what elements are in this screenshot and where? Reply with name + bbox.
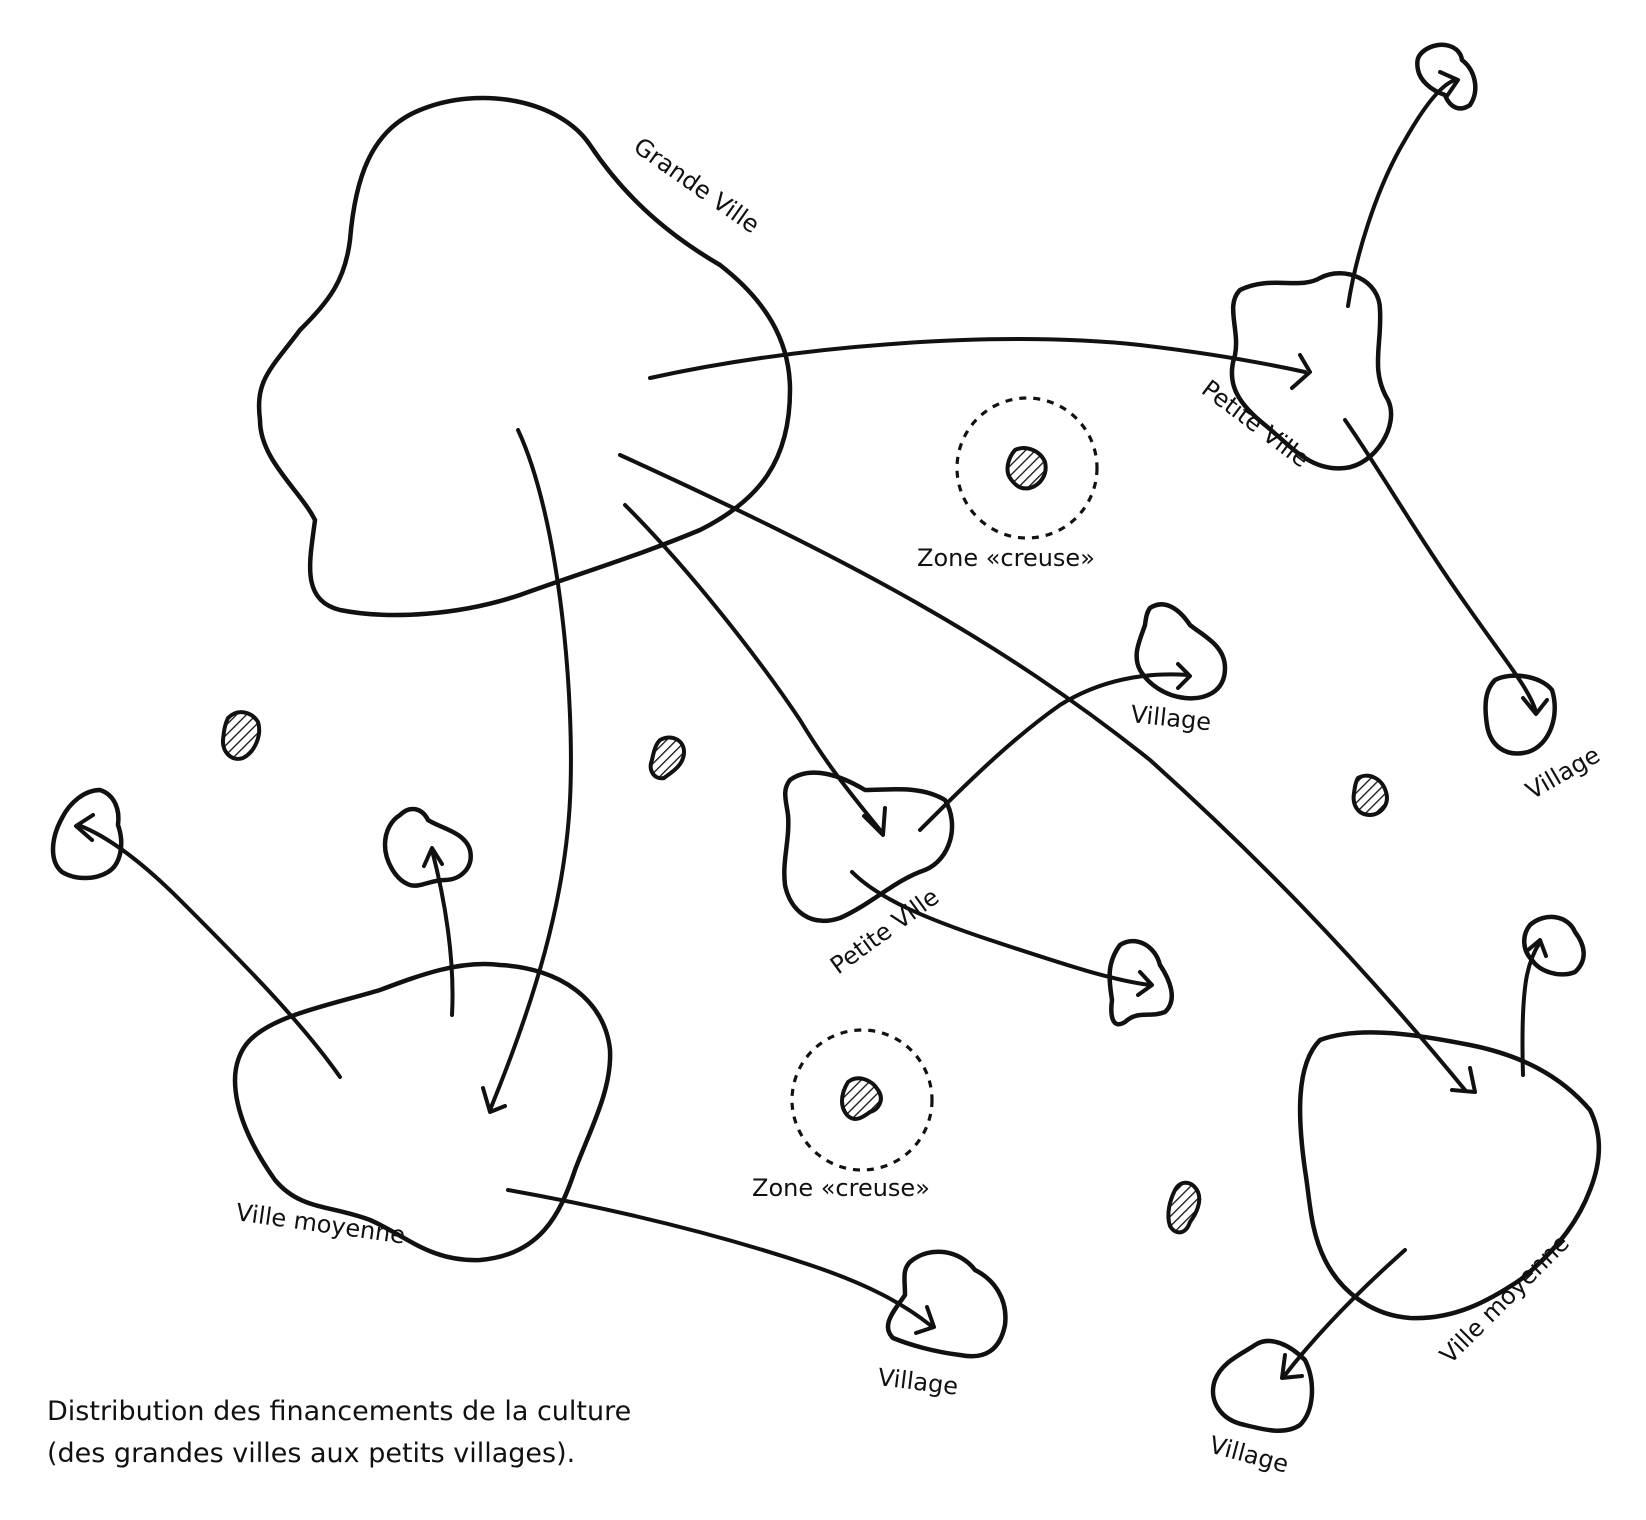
- label-ville-moyenne-se: Ville moyenne: [1434, 1229, 1574, 1369]
- arrowhead-petite-ne-to-locality: [1438, 70, 1460, 98]
- flow-vm-sw-to-locality-w: [430, 848, 455, 1017]
- flow-petite-center-to-village-e: [850, 870, 1152, 987]
- arrowhead-petite-ne-to-village: [1521, 696, 1549, 716]
- flow-vm-se-to-locality-e: [1520, 940, 1542, 1077]
- small-locality-w-blob: [382, 806, 473, 888]
- flow-vm-se-to-village-se: [1283, 1248, 1407, 1377]
- village-ne-blob: [1483, 673, 1557, 756]
- hatched-spot-zone-1: [1005, 446, 1048, 491]
- arrowhead-vm-sw-to-locality-far-w: [74, 813, 95, 842]
- arrowhead-vm-sw-to-locality-w: [422, 846, 444, 868]
- village-south-blob: [885, 1249, 1008, 1359]
- hatched-spot-3: [1351, 773, 1389, 817]
- small-locality-ne-blob: [1415, 42, 1478, 111]
- arrowhead-vm-se-to-locality-e: [1526, 938, 1548, 958]
- grande-ville-blob: [256, 95, 793, 618]
- arrowhead-vm-se-to-village-se: [1280, 1353, 1304, 1380]
- caption-line-1: Distribution des financements de la cult…: [47, 1396, 631, 1427]
- petite-ville-center-blob: [782, 770, 955, 924]
- label-village-south: Village: [876, 1363, 959, 1401]
- caption-line-2: (des grandes villes aux petits villages)…: [47, 1438, 575, 1469]
- hatched-spot-zone-2: [840, 1076, 883, 1121]
- village-center-n-blob: [1134, 602, 1228, 701]
- label-village-se: Village: [1206, 1431, 1291, 1479]
- zone-creuse-1-circle: [955, 396, 1099, 540]
- label-petite-ville-ne: Petite Ville: [1196, 374, 1314, 473]
- hatched-spot-4: [1166, 1180, 1202, 1235]
- arrowhead-grande-to-petite-center: [862, 806, 887, 837]
- arrowhead-petite-center-to-village-n: [1176, 662, 1192, 690]
- ville-moyenne-se-blob: [1297, 1030, 1602, 1321]
- arrowhead-grande-to-petite-ne: [1290, 353, 1312, 390]
- arrowhead-petite-center-to-village-e: [1136, 970, 1154, 997]
- flow-grande-to-petite-ne: [648, 337, 1307, 380]
- flow-vm-sw-to-locality-far-w: [76, 823, 342, 1079]
- flow-petite-ne-to-locality: [1346, 78, 1457, 308]
- label-zone-creuse-2: Zone «creuse»: [752, 1174, 930, 1202]
- petite-ville-ne-blob: [1229, 271, 1394, 471]
- hatched-spot-1: [220, 710, 262, 761]
- arrowhead-vm-sw-to-village-south: [914, 1305, 936, 1335]
- small-locality-e-blob: [1522, 914, 1586, 977]
- flow-grande-to-petite-center: [623, 503, 882, 832]
- village-center-e-blob: [1107, 938, 1175, 1027]
- flow-vm-sw-to-village-south: [506, 1188, 932, 1327]
- village-se-blob: [1210, 1338, 1315, 1433]
- hatched-spot-2: [648, 735, 686, 781]
- flow-petite-center-to-village-n: [918, 672, 1190, 832]
- arrowhead-grande-to-ville-moyenne-sw: [481, 1086, 507, 1114]
- label-village-center-n: Village: [1129, 700, 1212, 736]
- arrowhead-grande-to-ville-moyenne-se: [1450, 1066, 1477, 1094]
- label-grande-ville: Grande Ville: [629, 132, 765, 239]
- label-zone-creuse-1: Zone «creuse»: [917, 544, 1095, 572]
- zone-creuse-2-circle: [790, 1028, 934, 1172]
- flow-grande-to-ville-moyenne-se: [618, 453, 1467, 1092]
- flow-petite-ne-to-village: [1343, 418, 1538, 714]
- flow-grande-to-ville-moyenne-sw: [488, 428, 573, 1112]
- small-locality-far-w-blob: [50, 787, 124, 881]
